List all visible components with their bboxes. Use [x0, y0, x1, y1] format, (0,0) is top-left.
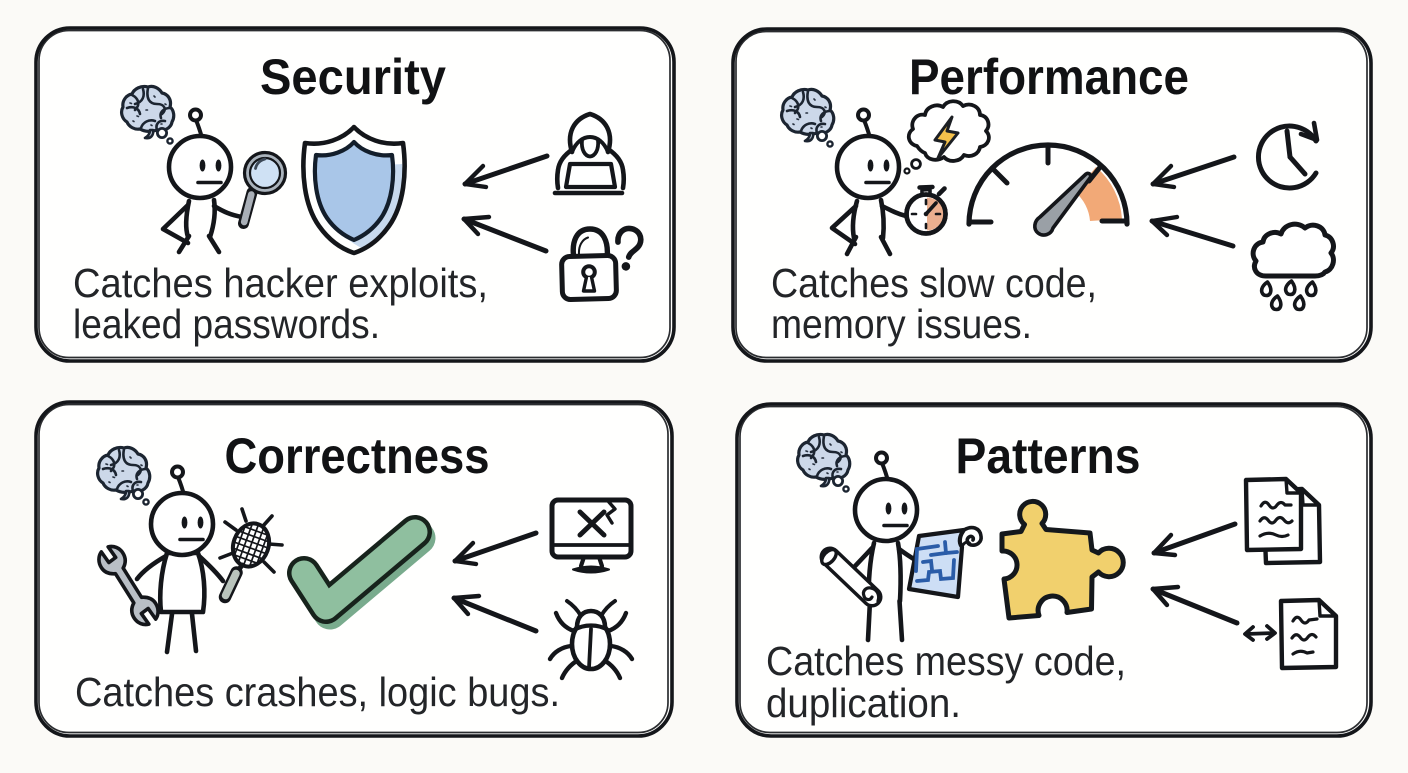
svg-text:Patterns: Patterns: [956, 428, 1141, 484]
svg-text:memory issues.: memory issues.: [771, 301, 1032, 347]
svg-text:Catches messy code,: Catches messy code,: [766, 638, 1126, 684]
svg-text:leaked passwords.: leaked passwords.: [73, 301, 380, 347]
svg-text:Performance: Performance: [909, 49, 1189, 105]
svg-text:Catches hacker exploits,: Catches hacker exploits,: [73, 260, 488, 306]
svg-text:Security: Security: [260, 49, 446, 105]
svg-text:Catches slow code,: Catches slow code,: [771, 260, 1097, 306]
svg-text:Correctness: Correctness: [225, 428, 490, 484]
svg-text:duplication.: duplication.: [766, 680, 961, 726]
svg-text:Catches crashes, logic bugs.: Catches crashes, logic bugs.: [75, 669, 560, 715]
